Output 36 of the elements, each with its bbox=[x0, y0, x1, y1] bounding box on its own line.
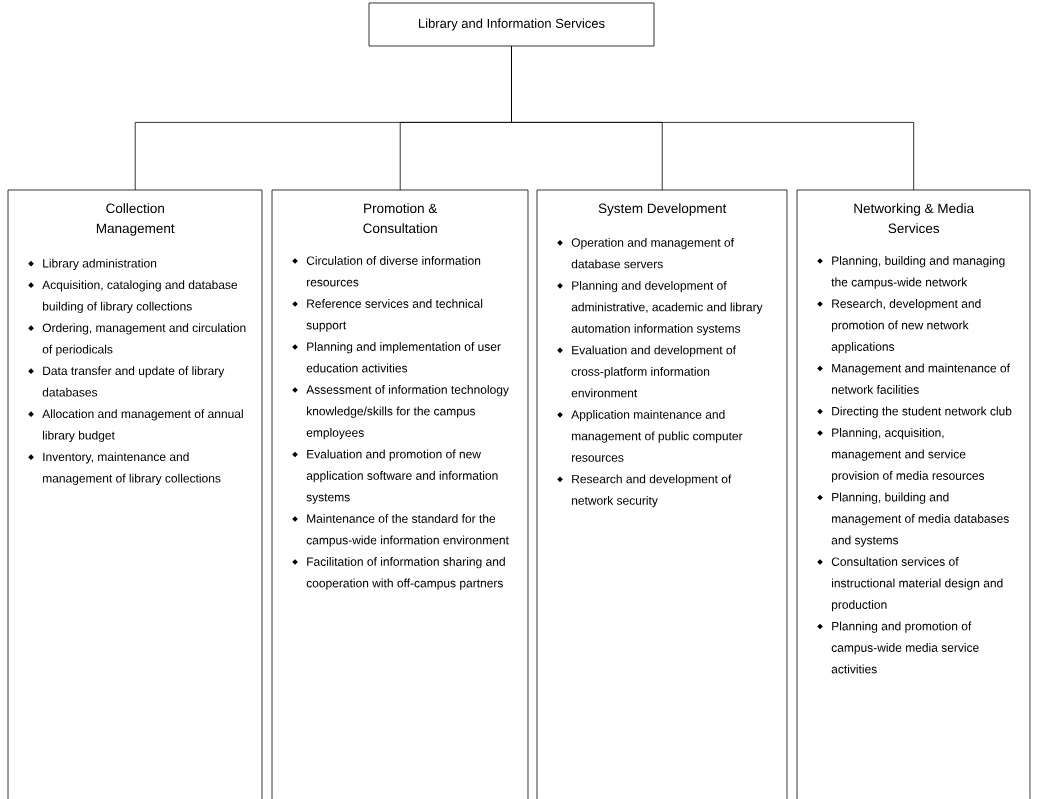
column-heading: Networking & Media Services bbox=[854, 203, 975, 234]
bullet-item: Consultation services of instructional material design and production bbox=[817, 557, 1003, 612]
bullet-item: Maintenance of the standard for the campus-wide information environment bbox=[292, 514, 509, 547]
bullet-item: Evaluation and promotion of new application software and information systems bbox=[292, 449, 498, 504]
bullet-item: Circulation of diverse information resources bbox=[292, 256, 481, 287]
bullet-item: Reference services and technical support bbox=[292, 299, 483, 332]
column-box bbox=[796, 189, 1031, 799]
bullet-item: Acquisition, cataloging and database building of library collections bbox=[28, 280, 238, 313]
bullet-item: Research and development of network security bbox=[557, 474, 732, 508]
column-heading: Collection Management bbox=[96, 203, 175, 236]
bullet-item: Allocation and management of annual library budget bbox=[28, 409, 243, 442]
bullet-item: Planning and promotion of campus-wide media service activities bbox=[817, 621, 979, 674]
column-heading: System Development bbox=[598, 203, 727, 216]
column-box bbox=[536, 189, 788, 799]
bullet-item: Planning, building and management of media databases and systems bbox=[817, 492, 1009, 547]
bullet-item: Data transfer and update of library databases bbox=[28, 366, 225, 397]
bullet-item: Directing the student network club bbox=[817, 406, 1012, 418]
bullet-item: Planning, building and managing the campus-wide network bbox=[817, 256, 1005, 289]
column-heading: Promotion & Consultation bbox=[363, 203, 438, 234]
bullet-item: Evaluation and development of cross-platform information environment bbox=[557, 345, 736, 398]
bullet-item: Assessment of information technology knowledge/skills for the campus employees bbox=[292, 385, 509, 440]
bullet-item: Library administration bbox=[28, 258, 157, 270]
column-box bbox=[271, 189, 529, 799]
bullet-item: Research, development and promotion of new network applications bbox=[817, 299, 981, 354]
column-box bbox=[7, 189, 263, 799]
connector-line bbox=[511, 46, 915, 191]
bullet-item: Planning and implementation of user education activities bbox=[292, 342, 501, 373]
bullet-item: Management and maintenance of network facilities bbox=[817, 363, 1010, 394]
bullet-item: Planning and development of administrative, academic and library automation information systems bbox=[557, 281, 763, 336]
bullet-item: Planning, acquisition, management and service provision of media resources bbox=[817, 428, 985, 483]
bullet-item: Facilitation of information sharing and cooperation with off-campus partners bbox=[292, 557, 505, 590]
bullet-item: Ordering, management and circulation of periodicals bbox=[28, 323, 246, 356]
bullet-item: Operation and management of database servers bbox=[557, 238, 734, 269]
bullet-item: Application maintenance and management of public computer resources bbox=[557, 410, 743, 462]
title-box: Library and Information Services bbox=[368, 2, 655, 47]
bullet-item: Inventory, maintenance and management of library collections bbox=[28, 452, 221, 485]
